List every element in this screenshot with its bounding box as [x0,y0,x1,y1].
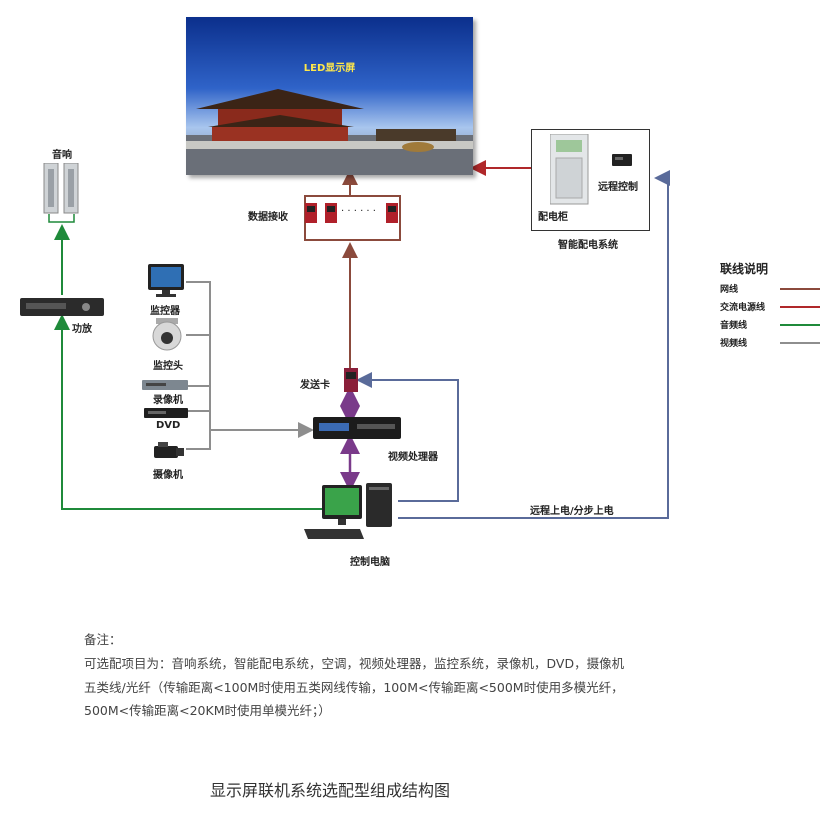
remote-control-icon [612,152,632,168]
led-screen: LED显示屏 [186,17,473,175]
legend-label-network: 网线 [720,285,739,295]
monitor-label: 监控器 [150,306,180,317]
control-pc-label: 控制电脑 [350,557,390,568]
legend-swatch-power [780,306,820,308]
legend-label-power: 交流电源线 [720,303,766,313]
net-receiver-frame [304,195,401,241]
dvd-label: DVD [156,420,181,431]
amplifier-icon [20,296,104,318]
recorder-label: 录像机 [153,395,183,406]
recorder-icon [142,376,188,390]
data-receiver-label: 数据接收 [248,212,288,223]
receiver-card-icon [325,203,337,223]
legend-label-video: 视频线 [720,339,748,349]
dome-camera-icon [148,318,186,352]
smart-power-box: 配电柜 远程控制 [531,129,650,231]
audio-line-pc-to-amp [54,314,325,510]
video-processor-icon [313,415,401,441]
dome-camera-label: 监控头 [153,361,183,372]
video-tap-camcorder [186,430,211,450]
notes-heading: 备注： [84,632,122,647]
remote-control-label: 远程控制 [598,182,638,193]
video-bus [186,281,211,430]
send-card-label: 发送卡 [300,380,330,391]
legend-label-audio: 音频线 [720,321,748,331]
amplifier-label: 功放 [72,324,92,335]
legend-swatch-network [780,288,820,290]
speaker-label: 音响 [52,150,72,161]
dvd-icon [144,404,188,418]
figure-caption: 显示屏联机系统选配型组成结构图 [210,781,451,800]
remote-power-label: 远程上电/分步上电 [530,506,614,517]
camcorder-icon [150,440,186,462]
legend-swatch-audio [780,324,820,326]
control-pc-icon [302,483,396,543]
screen-label: LED显示屏 [303,63,356,74]
camcorder-label: 摄像机 [153,470,183,481]
speaker-icon [42,162,82,215]
video-processor-label: 视频处理器 [388,452,438,463]
send-card-icon [344,368,358,392]
notes-line: 可选配项目为：音响系统，智能配电系统，空调，视频处理器，监控系统，录像机，DVD… [84,656,625,671]
notes-line: 500M<传输距离<20KM时使用单模光纤；） [84,703,331,718]
power-cabinet-icon [549,133,590,206]
notes-line: 五类线/光纤（传输距离<100M时使用五类网线传输，100M<传输距离<500M… [84,680,624,695]
legend-title: 联线说明 [720,262,769,276]
palace-image [186,89,473,175]
control-pc-to-remote [398,170,670,519]
smart-power-label: 智能配电系统 [558,240,618,251]
legend-swatch-video [780,342,820,344]
monitor-icon [146,264,186,298]
receiver-dots: · · · · · · [341,206,376,217]
speaker-bracket [48,214,75,223]
power-cabinet-label: 配电柜 [538,212,568,223]
receiver-card-icon [305,203,317,223]
receiver-card-icon [386,203,398,223]
control-pc-to-sendcard [356,372,459,502]
